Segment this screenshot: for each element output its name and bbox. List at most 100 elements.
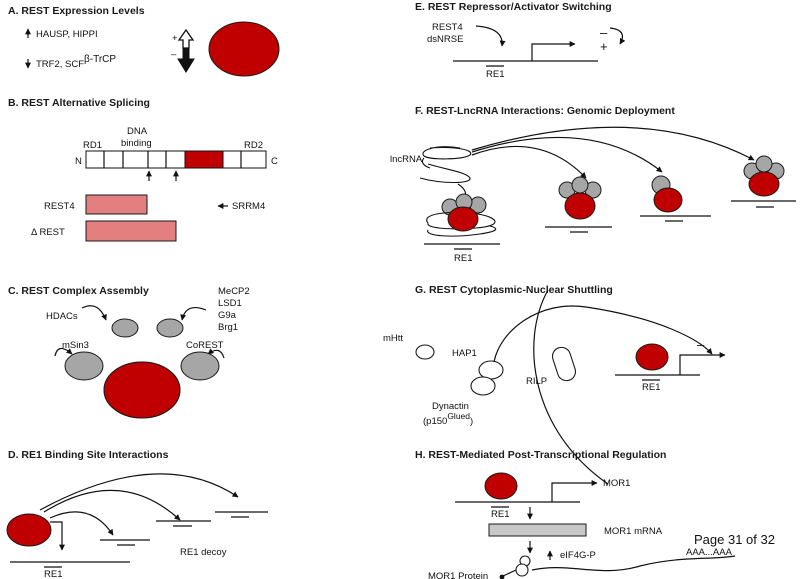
- repression-sign: –: [697, 337, 705, 352]
- rest-complex: [558, 176, 602, 220]
- rest4-label: REST4: [44, 201, 75, 212]
- panel-b: B. REST Alternative Splicing RD1 DNA bin…: [8, 97, 278, 242]
- rest-protein: [635, 343, 669, 371]
- msin3-cofactor: [64, 351, 104, 381]
- lsd1-label: LSD1: [218, 298, 242, 309]
- transcription-start-arrow-icon: [679, 352, 726, 375]
- panel-d: D. RE1 Binding Site Interactions RE1 RE1…: [6, 449, 268, 579]
- dna-label: DNA: [127, 126, 148, 137]
- panel-a-title: A. REST Expression Levels: [8, 5, 145, 17]
- rd2-label: RD2: [244, 140, 263, 151]
- delta-rest-label: Δ REST: [31, 227, 65, 238]
- lncrna-ribbon: [419, 146, 472, 184]
- rd1-label: RD1: [83, 140, 102, 151]
- panel-f: F. REST-LncRNA Interactions: Genomic Dep…: [390, 105, 796, 264]
- page-number-label: Page 31 of 32: [694, 532, 775, 547]
- lncrna-label: lncRNA: [390, 154, 423, 165]
- rest-lncrna-complex: [426, 193, 497, 237]
- deployment-arrow-icon: [471, 145, 587, 179]
- p150-glued-label: (p150Glued): [423, 411, 473, 427]
- re1-label: RE1: [642, 382, 660, 393]
- mor1-protein-label: MOR1 Protein: [428, 571, 488, 579]
- mhtt-protein: [415, 344, 435, 360]
- repress-sign: –: [600, 25, 608, 40]
- re1-label: RE1: [491, 509, 509, 520]
- hdacs-label: HDACs: [46, 311, 78, 322]
- rilp-label: RILP: [526, 376, 547, 387]
- dynactin-label: Dynactin: [432, 401, 469, 412]
- delta-rest-bar: [85, 220, 177, 242]
- decoy-arrow-icon: [39, 473, 239, 511]
- chromatin-cofactor: [156, 318, 184, 338]
- decoy-arrow-icon: [43, 489, 181, 521]
- binding-label: binding: [121, 138, 152, 149]
- rest4-label: REST4: [432, 22, 463, 33]
- hap1-protein: [478, 360, 504, 380]
- panel-g-title: G. REST Cytoplasmic-Nuclear Shuttling: [415, 284, 613, 296]
- deployment-arrow-icon: [471, 126, 755, 161]
- peptide-end: [499, 574, 505, 579]
- panel-h-title: H. REST-Mediated Post-Transcriptional Re…: [415, 449, 666, 461]
- panel-e: E. REST Repressor/Activator Switching RE…: [415, 1, 626, 80]
- srrm4-label: SRRM4: [232, 201, 265, 212]
- binding-arrow-icon: [50, 521, 65, 551]
- panel-a: A. REST Expression Levels HAUSP, HIPPI T…: [8, 5, 280, 77]
- rest-complex: [743, 155, 785, 197]
- transcription-start-arrow-icon: [551, 480, 598, 502]
- activation-arrow-icon: [475, 25, 506, 47]
- nascent-peptide: [502, 569, 517, 577]
- rest-protein: [6, 513, 52, 547]
- panel-h: H. REST-Mediated Post-Transcriptional Re…: [415, 449, 736, 579]
- c-terminus-label: C: [271, 156, 278, 167]
- decoy-arrow-icon: [49, 511, 114, 536]
- corest-cofactor: [180, 351, 220, 381]
- hdac-cofactor: [111, 318, 139, 338]
- panel-d-title: D. RE1 Binding Site Interactions: [8, 449, 169, 461]
- activate-sign: +: [600, 39, 608, 54]
- mhtt-label: mHtt: [383, 333, 403, 344]
- g9a-label: G9a: [218, 310, 237, 321]
- deployment-arrow-icon: [471, 136, 663, 173]
- cofactors-arrow-icon: [180, 307, 207, 321]
- msin3-label: mSin3: [62, 340, 89, 351]
- re1-label: RE1: [486, 69, 504, 80]
- msin3-arrow-icon: [54, 347, 73, 357]
- n-terminus-label: N: [75, 156, 82, 167]
- increase-arrow-icon: [177, 28, 195, 49]
- re1-decoy-label: RE1 decoy: [180, 547, 227, 558]
- up-factors-label: HAUSP, HIPPI: [36, 29, 98, 40]
- panel-g: G. REST Cytoplasmic-Nuclear Shuttling mH…: [383, 284, 726, 485]
- rest-domain-bar: [85, 150, 267, 169]
- switch-arrow-icon: [609, 27, 626, 45]
- minus-sign: –: [171, 49, 177, 60]
- brg1-label: Brg1: [218, 322, 238, 333]
- plus-sign: +: [172, 33, 178, 44]
- eif4g-label: eIF4G-P: [560, 550, 596, 561]
- corest-arrow-icon: [207, 348, 225, 359]
- rest-protein: [208, 21, 280, 77]
- mor1-mrna-bar: [488, 523, 587, 537]
- corest-label: CoREST: [186, 340, 224, 351]
- re1-label: RE1: [44, 569, 62, 579]
- re1-label: RE1: [454, 253, 472, 264]
- polya-tail-label: AAA...AAA: [686, 547, 733, 558]
- mecp2-label: MeCP2: [218, 286, 250, 297]
- shuttling-arrow-icon: [493, 305, 713, 363]
- panel-c: C. REST Complex Assembly MeCP2 LSD1 G9a …: [8, 285, 250, 419]
- dna-binding-domain: [184, 150, 224, 169]
- dsnrse-label: dsNRSE: [427, 34, 463, 45]
- panel-b-title: B. REST Alternative Splicing: [8, 97, 150, 109]
- hap1-label: HAP1: [452, 348, 477, 359]
- decrease-arrow-icon: [177, 47, 195, 73]
- rest-protein: [484, 472, 518, 500]
- mrna-strand: [531, 555, 736, 572]
- rest4-bar: [85, 194, 148, 215]
- rest-complex: [651, 175, 683, 213]
- panel-c-title: C. REST Complex Assembly: [8, 285, 149, 297]
- mor1-mrna-label: MOR1 mRNA: [604, 526, 663, 537]
- ribosome-large: [515, 563, 529, 577]
- down-factors-label: TRF2, SCFβ-TrCP: [36, 54, 116, 70]
- dynactin-protein: [470, 376, 496, 396]
- panel-e-title: E. REST Repressor/Activator Switching: [415, 1, 612, 13]
